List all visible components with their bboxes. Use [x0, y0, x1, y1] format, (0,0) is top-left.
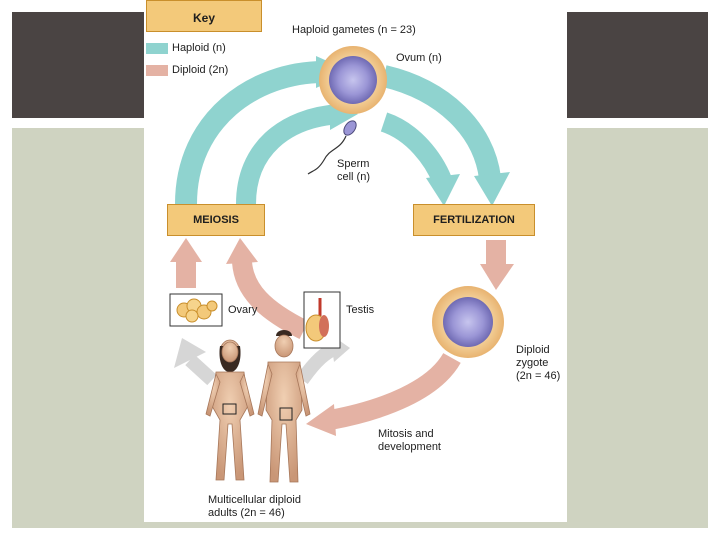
life-cycle-diagram [169, 46, 514, 483]
female-figure [205, 339, 255, 481]
sperm-label: Sperm cell (n) [337, 158, 371, 183]
grey-arrow-male [296, 341, 339, 385]
diploid-arrow-testis [232, 260, 309, 339]
key-box: Key [146, 0, 262, 32]
diploid-key-label: Diploid (2n) [172, 64, 229, 76]
haploid-arrow-inner [236, 104, 340, 205]
testis-picture [303, 291, 341, 349]
male-figure [257, 330, 311, 483]
grey-arrow-female [185, 354, 217, 386]
haploid-swatch [146, 43, 168, 54]
haploid-key-label: Haploid (n) [172, 42, 226, 54]
ovum-cell [319, 46, 387, 114]
fertilization-box: FERTILIZATION [413, 204, 535, 236]
ovary-picture [169, 293, 223, 327]
female-highlight-box [222, 403, 237, 415]
haploid-arrow-outer [175, 61, 325, 205]
ovary-label: Ovary [228, 304, 258, 316]
life-cycle-figure: Key Haploid (n) Diploid (2n) Haploid gam… [144, 0, 567, 522]
sperm-cell [307, 120, 357, 175]
testis-label: Testis [346, 304, 375, 316]
zygote-cell [432, 286, 504, 358]
meiosis-box: MEIOSIS [167, 204, 265, 236]
diploid-arrow-development [328, 352, 461, 430]
diploid-swatch [146, 65, 168, 76]
zygote-label: Diploid zygote (2n = 46) [516, 344, 561, 382]
mitosis-label: Mitosis and development [378, 428, 441, 453]
male-highlight-box [279, 407, 293, 421]
gametes-label: Haploid gametes (n = 23) [292, 24, 416, 36]
ovum-label: Ovum (n) [396, 52, 442, 64]
adults-label: Multicellular diploid adults (2n = 46) [208, 494, 301, 519]
key-title: Key [193, 11, 216, 25]
